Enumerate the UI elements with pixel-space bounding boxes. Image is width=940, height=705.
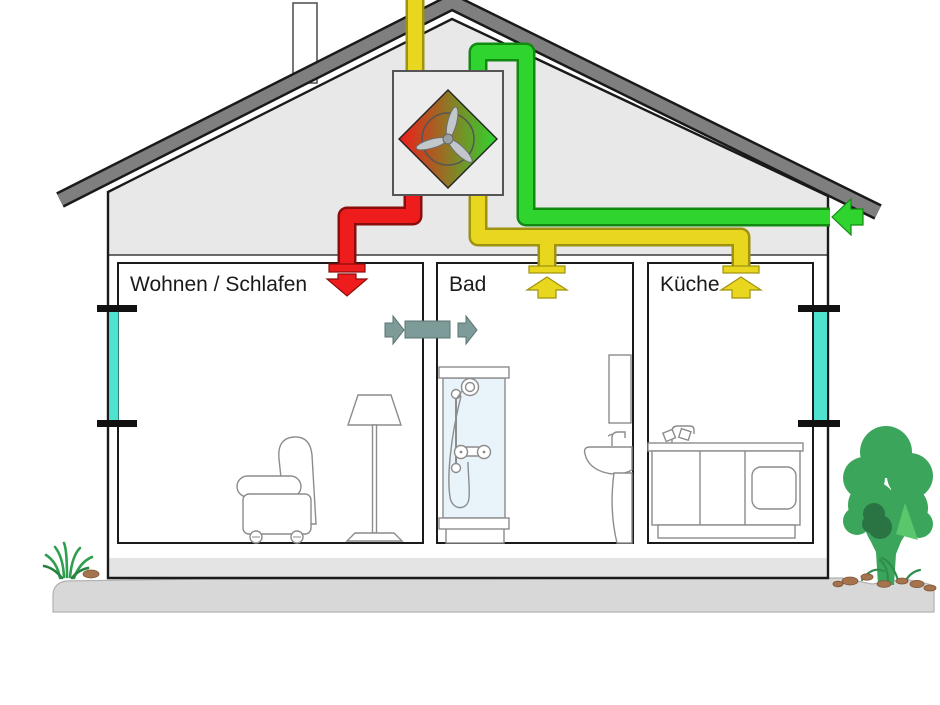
extract-air-arrow-bad-icon <box>524 276 570 299</box>
supply-air-vent <box>325 263 369 297</box>
house-outline <box>106 17 830 580</box>
overflow-bar <box>404 320 451 339</box>
shower-head <box>460 377 480 397</box>
shower <box>438 366 510 544</box>
tree <box>832 426 937 592</box>
room-label-bad: Bad <box>449 273 486 296</box>
lamp-stem <box>371 424 378 534</box>
overflow-air-arrows <box>384 314 478 346</box>
mirror <box>608 354 632 424</box>
kitchen-counter <box>647 425 804 539</box>
window-right-sill <box>798 420 840 427</box>
tree-trunk <box>866 532 905 585</box>
overflow-arrow-left-icon <box>384 314 405 346</box>
extract-air-arrow-kueche-icon <box>718 276 764 299</box>
grass-tuft <box>42 541 94 580</box>
extract-air-vent-bad <box>524 265 570 299</box>
tree-light-patch <box>896 503 918 540</box>
foundation <box>109 558 827 577</box>
shower-hose <box>448 395 470 509</box>
window-left <box>97 305 137 427</box>
window-right <box>798 305 840 427</box>
basin-faucet <box>611 431 626 446</box>
fan-icon <box>415 106 475 166</box>
lamp-shade <box>347 394 402 426</box>
oven-window <box>751 466 797 510</box>
supply-air-arrow-icon <box>325 273 369 297</box>
heat-exchanger-unit <box>392 70 504 196</box>
supply-air-pipe <box>337 195 423 264</box>
overflow-arrow-right-icon <box>457 314 478 346</box>
countertop <box>647 442 804 452</box>
basin-pedestal <box>611 472 633 544</box>
ground <box>52 577 935 613</box>
kickplate <box>657 524 796 539</box>
stones <box>832 573 937 592</box>
outside-air-pipe <box>468 42 830 227</box>
outside-air-arrow-icon <box>831 197 864 237</box>
extract-air-pipe <box>468 195 751 268</box>
window-right-lintel <box>798 305 840 312</box>
room-label-wohnen-schlafen: Wohnen / Schlafen <box>130 273 307 296</box>
lamp-base <box>345 532 404 542</box>
window-left-sill <box>97 420 137 427</box>
floor-lamp <box>345 394 404 542</box>
stone <box>82 569 100 579</box>
washbasin <box>583 431 633 544</box>
tree-shadow-patch <box>862 503 892 539</box>
room-label-kueche: Küche <box>660 273 720 296</box>
roof <box>57 0 881 218</box>
armchair <box>236 436 317 544</box>
window-left-lintel <box>97 305 137 312</box>
extract-air-vent-kueche <box>718 265 764 299</box>
